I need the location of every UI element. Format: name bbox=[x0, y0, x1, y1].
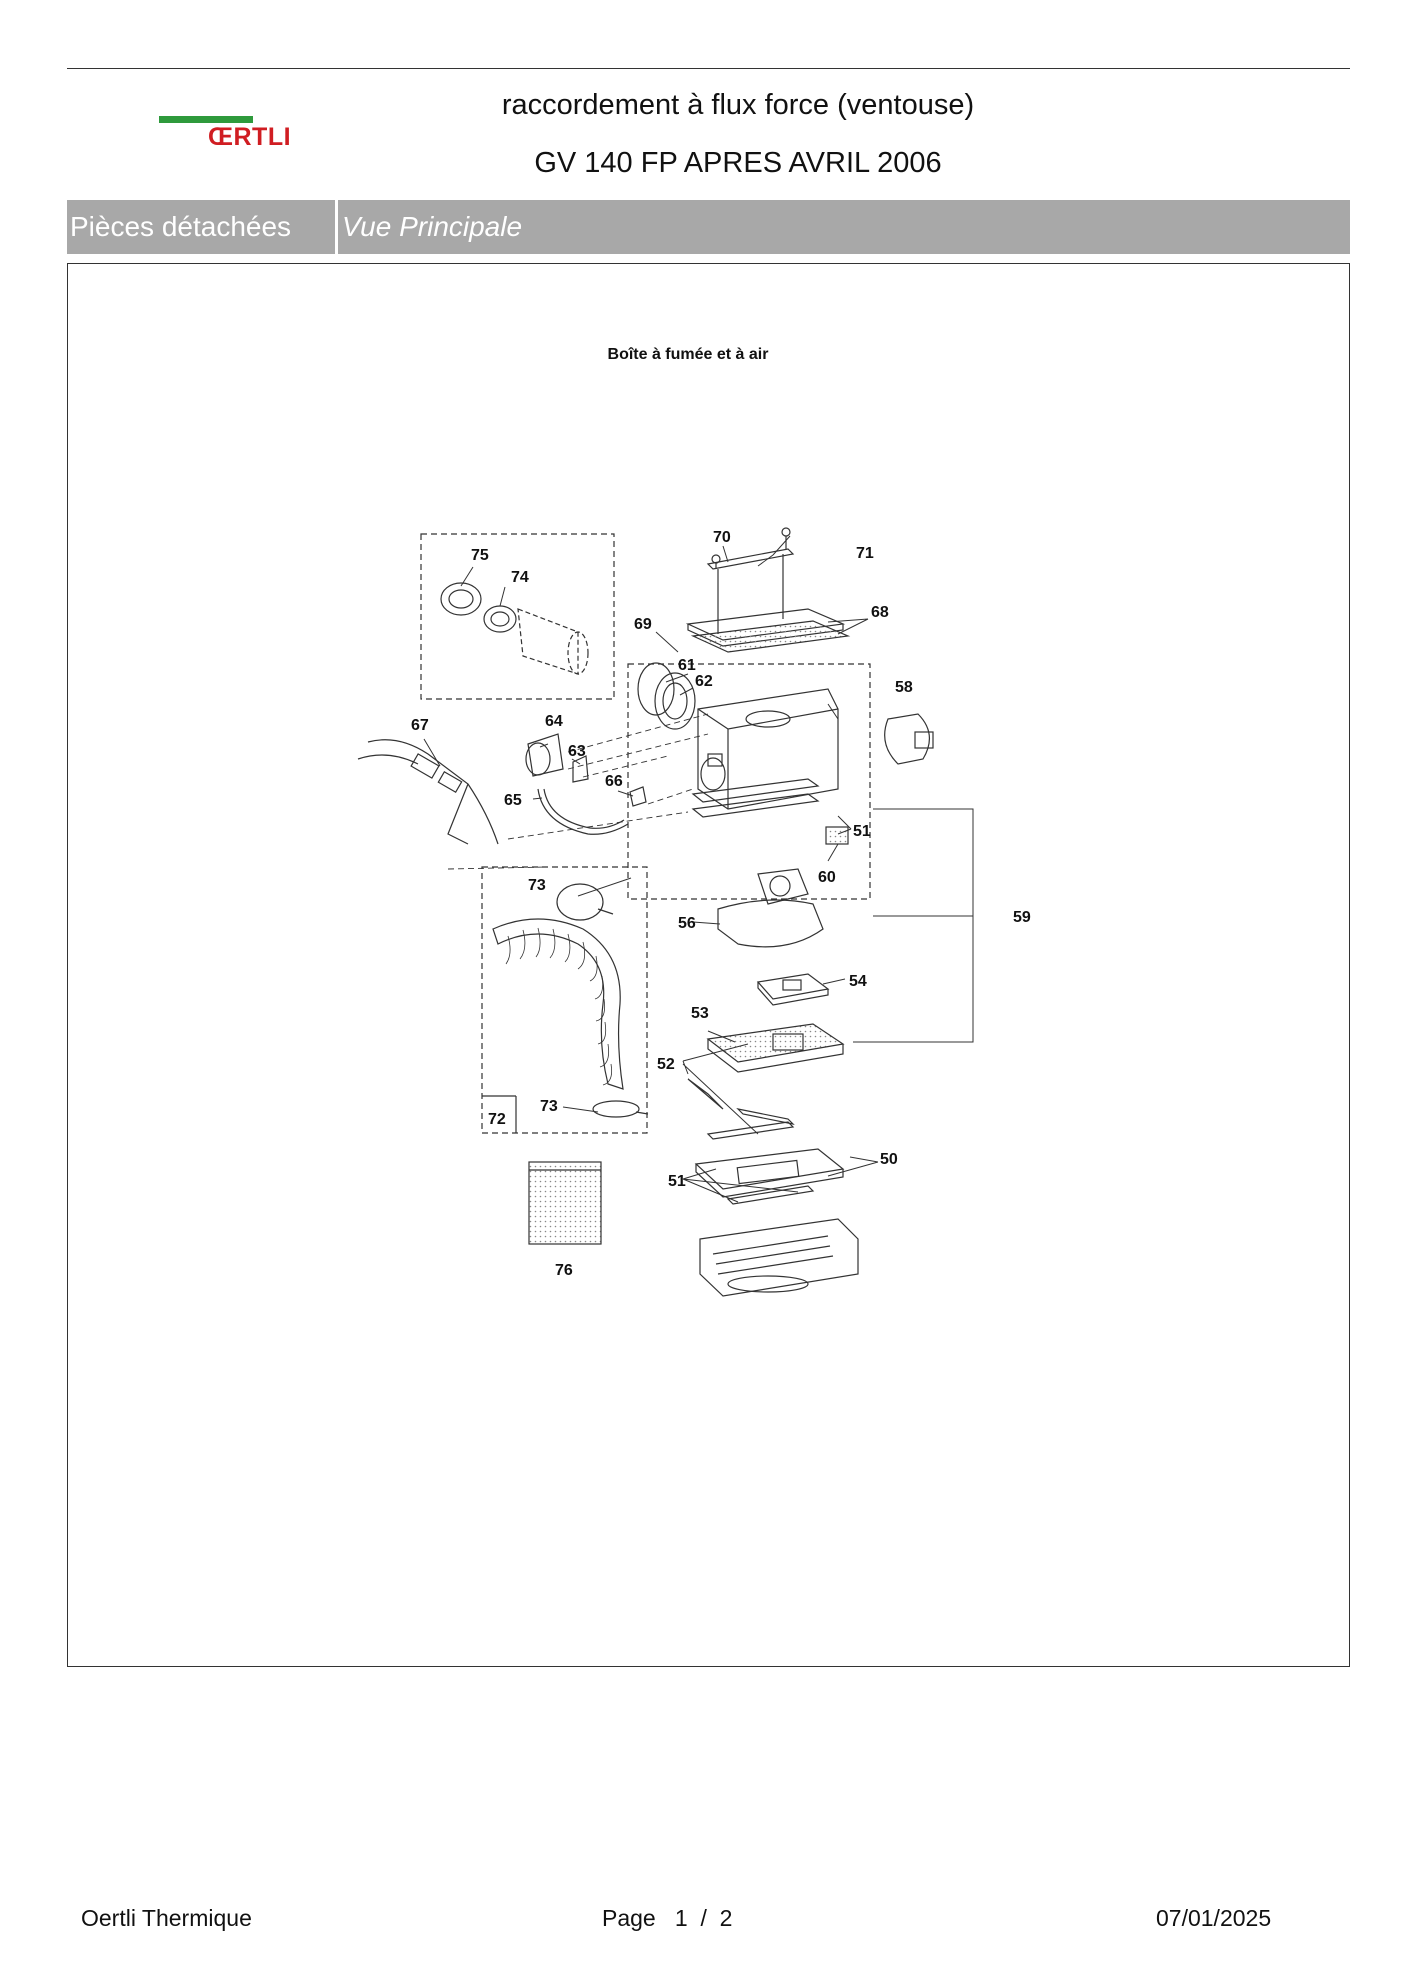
bar-52a bbox=[687, 1078, 724, 1110]
footer-page-label: Page bbox=[602, 1905, 656, 1931]
callout-76: 76 bbox=[555, 1262, 573, 1279]
group-box-flexible-duct bbox=[481, 866, 648, 1134]
callout-64: 64 bbox=[545, 713, 563, 730]
footer-page-separator: / bbox=[700, 1905, 707, 1931]
ring-75 bbox=[440, 582, 482, 616]
footer-company: Oertli Thermique bbox=[81, 1905, 252, 1931]
callout-53: 53 bbox=[691, 1005, 709, 1022]
section-label: Pièces détachées bbox=[70, 211, 292, 242]
plate-54 bbox=[756, 973, 830, 1000]
callout-74: 74 bbox=[511, 569, 529, 586]
callout-63: 63 bbox=[568, 743, 586, 760]
callout-65: 65 bbox=[504, 792, 522, 809]
fan-56 bbox=[717, 899, 824, 948]
part-63 bbox=[572, 755, 589, 783]
bar-70 bbox=[706, 548, 795, 570]
exploded-parts-diagram: Boîte à fumée et à air bbox=[357, 346, 1031, 1297]
top-rule bbox=[67, 68, 1350, 69]
logo-wordmark: ŒRTLI bbox=[208, 123, 292, 151]
callout-73-top: 73 bbox=[528, 877, 546, 894]
part-66 bbox=[629, 786, 647, 807]
group-box-exhaust-adapter bbox=[420, 533, 615, 700]
callout-51-top: 51 bbox=[853, 823, 871, 840]
flue-adapter-tube bbox=[517, 608, 579, 675]
clamp-73-top bbox=[556, 883, 604, 921]
burner-base bbox=[699, 1218, 859, 1297]
callout-72: 72 bbox=[488, 1111, 506, 1128]
callout-52: 52 bbox=[657, 1056, 675, 1073]
view-label: Vue Principale bbox=[342, 211, 523, 242]
brand-logo: ŒRTLI bbox=[159, 116, 309, 156]
callout-58: 58 bbox=[895, 679, 913, 696]
ring-74 bbox=[483, 605, 517, 633]
callout-61: 61 bbox=[678, 657, 696, 674]
logo-green-bar bbox=[159, 116, 253, 123]
diagram-frame: Boîte à fumée et à air bbox=[67, 263, 1350, 1667]
smoke-box bbox=[697, 688, 839, 810]
document-subtitle: GV 140 FP APRES AVRIL 2006 bbox=[534, 147, 942, 179]
plate-60 bbox=[825, 826, 849, 845]
footer-page-current: 1 bbox=[674, 1905, 688, 1931]
tube-65 bbox=[537, 788, 629, 835]
bar-52b bbox=[736, 1108, 795, 1125]
callout-66: 66 bbox=[605, 773, 623, 790]
wing-screw-71b bbox=[781, 527, 791, 537]
gasket-61 bbox=[637, 662, 675, 716]
footer-date: 07/01/2025 bbox=[1156, 1905, 1272, 1931]
callout-67: 67 bbox=[411, 717, 429, 734]
band-separator bbox=[335, 200, 338, 254]
callout-70: 70 bbox=[713, 529, 731, 546]
callout-56: 56 bbox=[678, 915, 696, 932]
bar-51a bbox=[706, 1121, 795, 1140]
callout-69: 69 bbox=[634, 616, 652, 633]
section-band: Pièces détachées Vue Principale bbox=[67, 200, 1350, 254]
wing-screw-71a bbox=[711, 554, 721, 564]
fitting-64 bbox=[527, 733, 564, 777]
diagram-caption: Boîte à fumée et à air bbox=[608, 346, 769, 363]
callout-51-bottom: 51 bbox=[668, 1173, 686, 1190]
gasket-62 bbox=[654, 672, 696, 730]
document-title: raccordement à flux force (ventouse) bbox=[501, 89, 975, 121]
footer-page-total: 2 bbox=[719, 1905, 733, 1931]
footer-page-indicator: Page 1 / 2 bbox=[602, 1905, 732, 1932]
motor-58 bbox=[884, 713, 930, 765]
callout-75: 75 bbox=[471, 547, 489, 564]
callout-73-bottom: 73 bbox=[540, 1098, 558, 1115]
callout-71: 71 bbox=[856, 545, 874, 562]
cable-harness-67 bbox=[357, 739, 499, 845]
callout-54: 54 bbox=[849, 973, 867, 990]
group-box-smoke-box bbox=[627, 663, 871, 900]
callout-62: 62 bbox=[695, 673, 713, 690]
flexible-duct bbox=[492, 918, 624, 1090]
callout-59: 59 bbox=[1013, 909, 1031, 926]
clamp-73-bottom bbox=[592, 1100, 640, 1118]
plate-53 bbox=[706, 1023, 845, 1063]
callout-68: 68 bbox=[871, 604, 889, 621]
bag-76 bbox=[528, 1161, 602, 1245]
callout-60: 60 bbox=[818, 869, 836, 886]
callout-50: 50 bbox=[880, 1151, 898, 1168]
